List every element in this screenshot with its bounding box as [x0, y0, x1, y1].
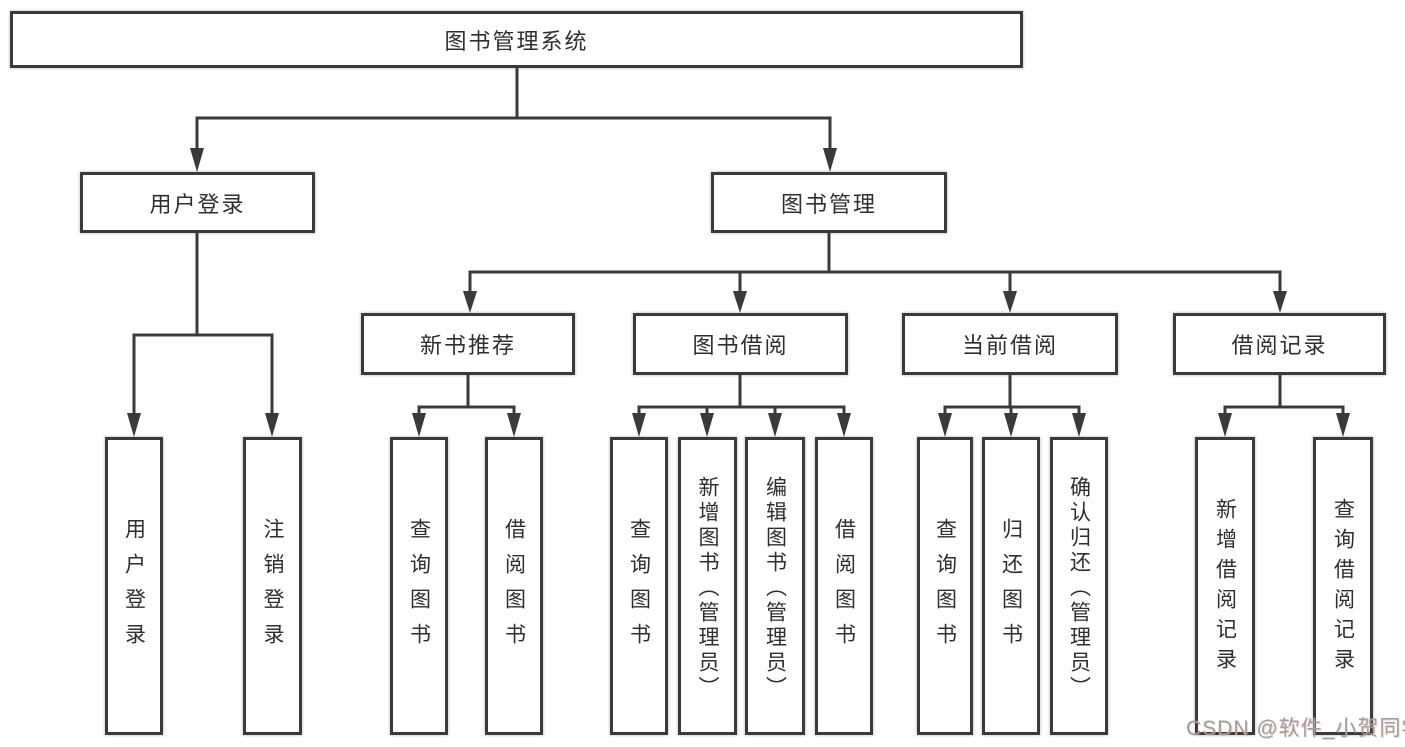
leaf-add-books-admin: 新增图书（管理员） — [678, 437, 737, 735]
node-current-borrow: 当前借阅 — [902, 313, 1118, 375]
connector-borrow-record-to-leaves — [1218, 375, 1350, 437]
arrowhead — [1218, 413, 1232, 437]
node-book-management: 图书管理 — [711, 172, 947, 233]
leaf-user-login: 用户登录 — [105, 437, 163, 735]
leaf-query-books-current: 查询图书 — [917, 437, 973, 735]
leaf-return-books: 归还图书 — [982, 437, 1040, 735]
arrowhead — [1072, 413, 1086, 437]
connector-user-login-to-leaves — [127, 233, 279, 437]
arrowhead — [938, 413, 952, 437]
arrowhead — [1336, 413, 1350, 437]
leaf-query-books-borrow: 查询图书 — [610, 437, 668, 735]
arrowhead — [1003, 291, 1017, 313]
connector-new-book-to-leaves — [412, 375, 521, 437]
arrowhead — [768, 413, 782, 437]
arrowhead — [265, 413, 279, 437]
arrowhead — [837, 413, 851, 437]
arrowhead — [1273, 291, 1287, 313]
leaf-edit-books-admin: 编辑图书（管理员） — [745, 437, 805, 735]
connector-book-mgmt-to-level3 — [463, 233, 1287, 313]
leaf-query-books-recommend: 查询图书 — [390, 437, 448, 735]
node-new-book-recommend: 新书推荐 — [361, 313, 575, 375]
node-book-borrow: 图书借阅 — [633, 313, 848, 375]
arrowhead — [127, 413, 141, 437]
leaf-logout: 注销登录 — [243, 437, 302, 735]
arrowhead — [190, 148, 204, 172]
arrowhead — [733, 291, 747, 313]
arrowhead — [700, 413, 714, 437]
leaf-query-borrow-record: 查询借阅记录 — [1313, 437, 1373, 735]
leaf-borrow-books-recommend: 借阅图书 — [485, 437, 543, 735]
leaf-add-borrow-record: 新增借阅记录 — [1195, 437, 1255, 735]
arrowhead — [1004, 413, 1018, 437]
leaf-borrow-books: 借阅图书 — [815, 437, 873, 735]
arrowhead — [823, 148, 837, 172]
csdn-watermark: CSDN @软件_小贺同学 — [1186, 717, 1405, 740]
arrowhead — [632, 413, 646, 437]
arrowhead — [412, 413, 426, 437]
leaf-confirm-return-admin: 确认归还（管理员） — [1050, 437, 1108, 735]
arrowhead — [463, 291, 477, 313]
connector-root-to-level2 — [190, 68, 837, 172]
connector-current-borrow-to-leaves — [938, 375, 1086, 437]
node-root-library-system: 图书管理系统 — [10, 11, 1023, 68]
connector-book-borrow-to-leaves — [632, 375, 851, 437]
arrowhead — [507, 413, 521, 437]
node-borrow-record: 借阅记录 — [1173, 313, 1386, 375]
node-user-login: 用户登录 — [80, 172, 315, 233]
